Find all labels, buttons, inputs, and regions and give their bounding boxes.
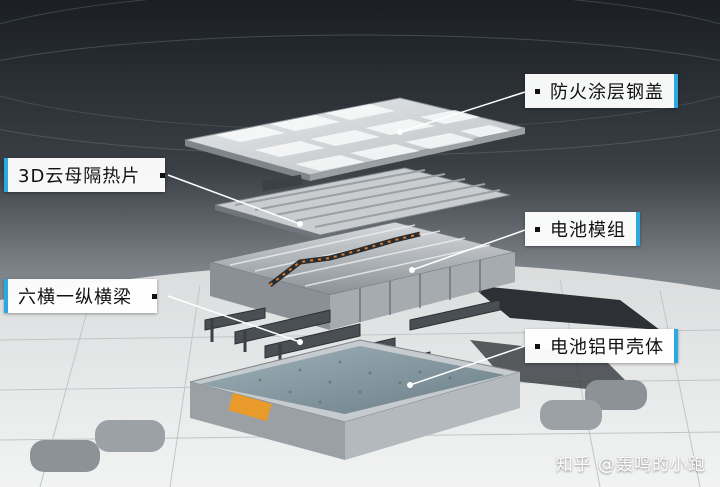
watermark: 知乎 @轰鸣的小跑 xyxy=(555,455,706,475)
bullet-icon xyxy=(160,172,166,178)
battery-modules-layer xyxy=(209,221,516,330)
bullet-icon xyxy=(152,293,157,299)
accent-bar xyxy=(674,74,678,108)
aluminum-housing-layer xyxy=(189,339,521,460)
floor-dark-panel xyxy=(470,285,660,330)
floor-rollers xyxy=(30,380,647,472)
accent-bar xyxy=(4,158,8,192)
label-battery-module: 电池模组 xyxy=(525,212,640,246)
bullet-icon xyxy=(535,226,540,232)
label-mica-sheet: 3D云母隔热片 xyxy=(4,158,166,192)
label-battery-module-text: 电池模组 xyxy=(550,220,626,241)
accent-bar xyxy=(4,279,8,313)
connector xyxy=(228,392,272,422)
bullet-icon xyxy=(535,88,540,94)
leader-endpoints xyxy=(297,129,415,388)
label-aluminum-housing: 电池铝甲壳体 xyxy=(525,329,678,363)
mica-sheet-layer xyxy=(214,167,511,240)
label-steel-cover-text: 防火涂层钢盖 xyxy=(550,82,664,103)
leader-lines xyxy=(167,91,526,386)
accent-bar xyxy=(636,212,640,246)
steel-cover-layer xyxy=(184,97,526,181)
label-cross-beams-text: 六横一纵横梁 xyxy=(18,287,132,308)
bullet-icon xyxy=(535,343,540,349)
label-aluminum-housing-text: 电池铝甲壳体 xyxy=(550,337,664,358)
label-cross-beams: 六横一纵横梁 xyxy=(4,279,157,313)
accent-bar xyxy=(674,329,678,363)
label-steel-cover: 防火涂层钢盖 xyxy=(525,74,678,108)
label-mica-sheet-text: 3D云母隔热片 xyxy=(18,166,141,187)
